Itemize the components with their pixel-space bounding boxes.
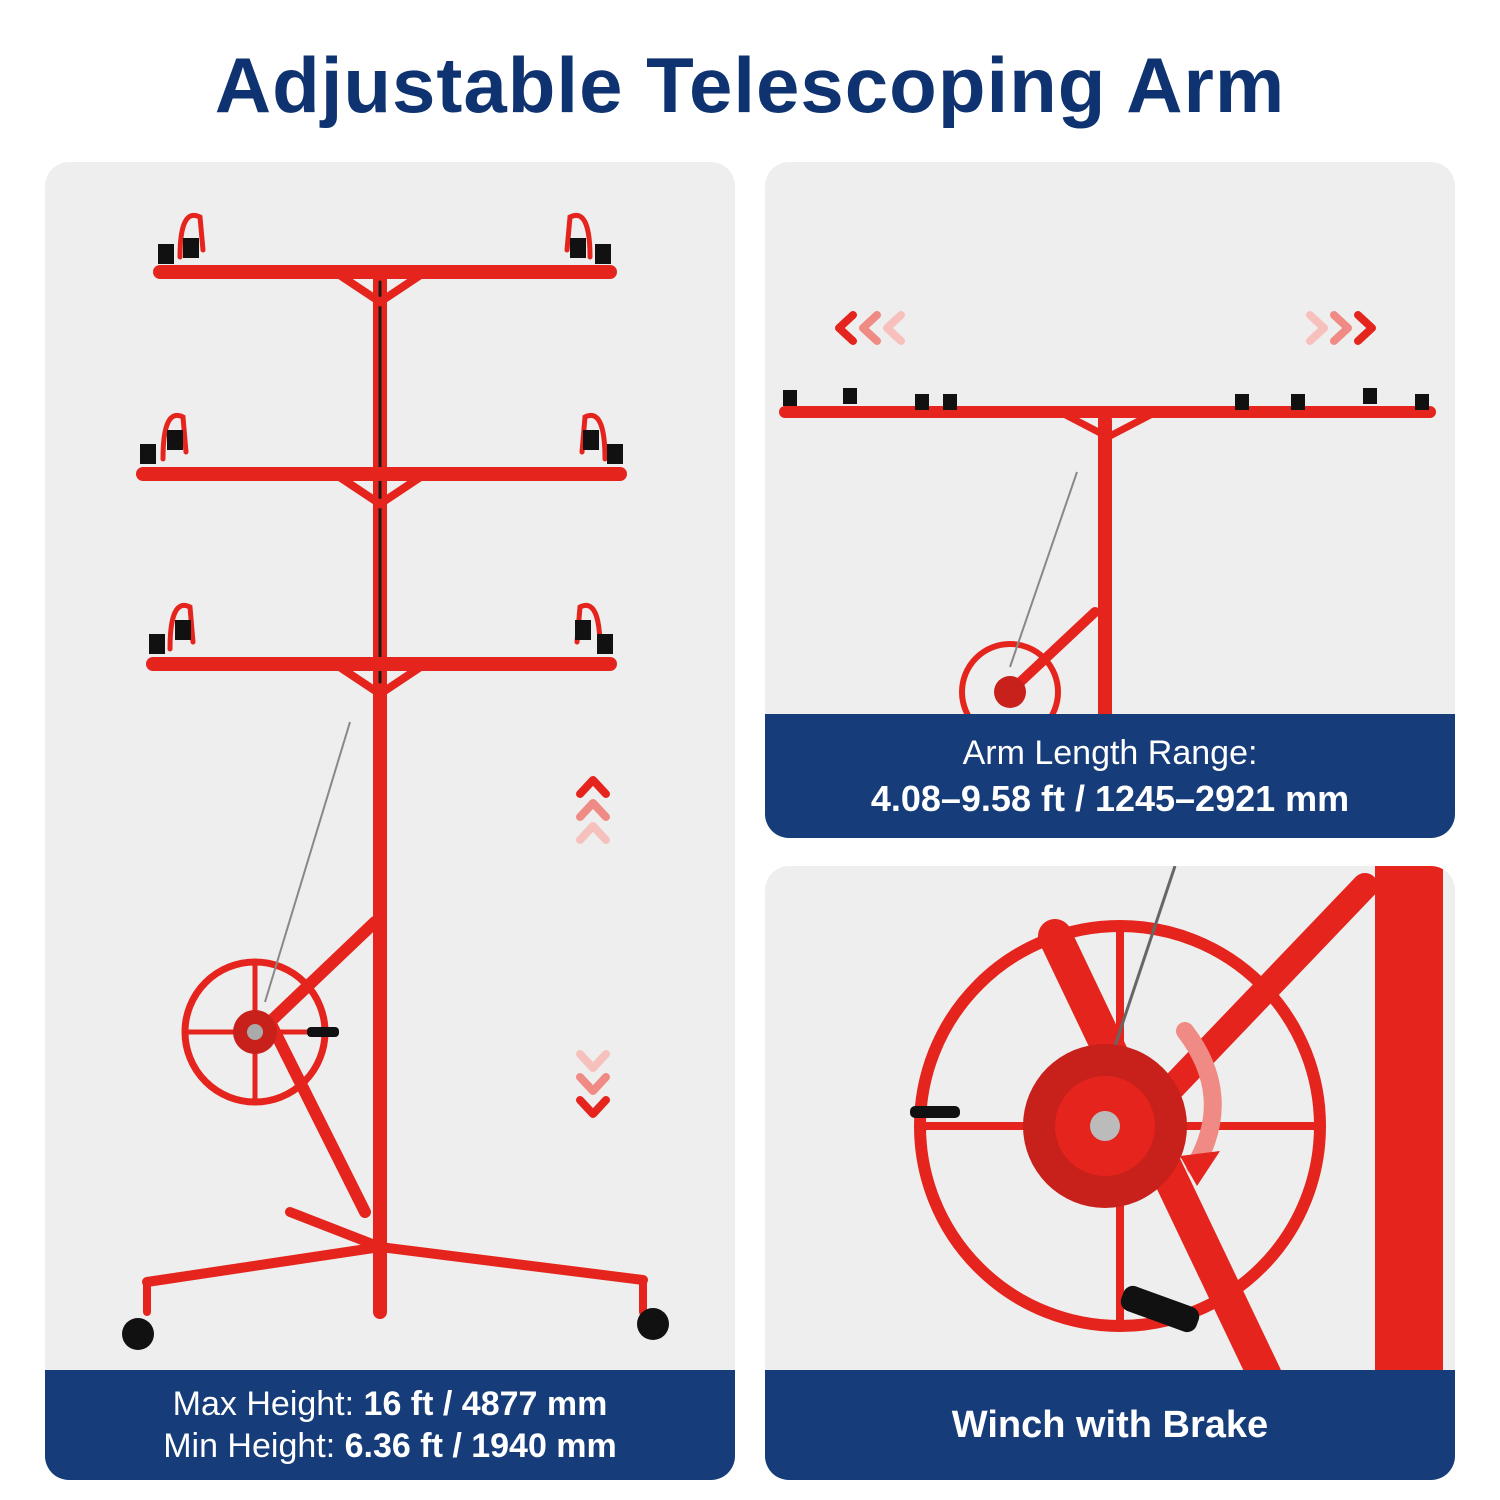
telescoping-arm-illustration [779,311,1436,743]
caster-wheel-right [637,1308,669,1340]
arrow-down-icon [576,1050,610,1118]
winch-handle [1120,1285,1200,1333]
winch-label: Winch with Brake [951,1403,1269,1446]
arm-length-caption: Arm Length Range: 4.08–9.58 ft / 1245–29… [765,714,1455,838]
height-caption: Max Height: 16 ft / 4877 mm Min Height: … [45,1370,735,1480]
panel-arm-length: Arm Length Range: 4.08–9.58 ft / 1245–29… [765,162,1455,838]
winch-closeup-illustration [910,866,1443,1393]
rotation-arrow-icon [1180,1151,1220,1186]
max-height-label: Max Height: [172,1385,355,1423]
arm-length-value: 4.08–9.58 ft / 1245–2921 mm [870,778,1350,819]
page-title: Adjustable Telescoping Arm [214,41,1286,129]
arrow-up-icon [576,776,610,844]
caster-wheel-left [122,1318,154,1350]
arrow-left-icon [835,311,905,345]
winch-caption: Winch with Brake [765,1370,1455,1480]
panel-winch: Winch with Brake [765,866,1455,1480]
drywall-lift-illustration [122,212,669,1350]
panel-height: Max Height: 16 ft / 4877 mm Min Height: … [45,162,735,1480]
arm-length-label: Arm Length Range: [962,734,1258,772]
arrow-right-icon [1306,311,1376,345]
max-height-value: 16 ft / 4877 mm [363,1385,608,1423]
min-height-value: 6.36 ft / 1940 mm [344,1427,617,1465]
min-height-label: Min Height: [163,1427,336,1465]
